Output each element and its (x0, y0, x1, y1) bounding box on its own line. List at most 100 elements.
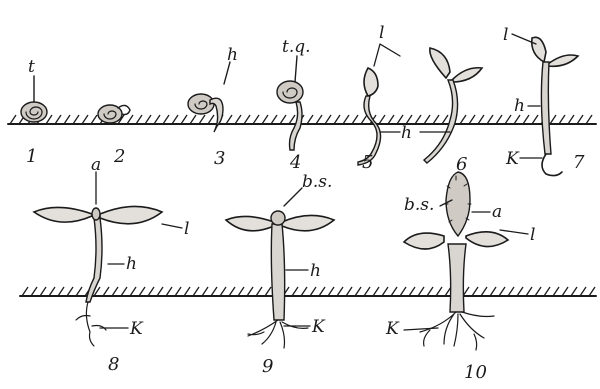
soil-hatch-mark (517, 287, 523, 296)
stage-8-label-a: a (91, 155, 101, 175)
stage-7-label-h: h (514, 96, 525, 116)
stage-9-label-h: h (310, 261, 321, 281)
soil-hatch-mark (49, 287, 55, 296)
soil-hatch-mark (346, 287, 352, 296)
soil-hatch-mark (418, 287, 424, 296)
soil-hatch-mark (82, 115, 88, 124)
stage-10-label-bs: b.s. (404, 195, 434, 215)
soil-hatch-mark (175, 287, 181, 296)
stage-4-number: 4 (289, 152, 301, 173)
soil-hatch-mark (103, 287, 109, 296)
stage-2-seed (98, 105, 130, 123)
soil-hatch-mark (10, 115, 16, 124)
soil-hatch-mark (172, 115, 178, 124)
soil-hatch-mark (46, 115, 52, 124)
stage-1-number: 1 (26, 146, 37, 167)
soil-line-bottom (20, 287, 596, 296)
soil-hatch-mark (325, 115, 331, 124)
soil-hatch-mark (364, 287, 370, 296)
soil-hatch-mark (271, 115, 277, 124)
soil-hatch-mark (481, 287, 487, 296)
soil-hatch-mark (400, 287, 406, 296)
stage-10-label-l: l (530, 225, 535, 245)
soil-hatch-mark (490, 287, 496, 296)
soil-hatch-mark (442, 115, 448, 124)
stage-5-label-h: h (401, 123, 412, 143)
stage-9-number: 9 (262, 356, 273, 377)
soil-hatch-mark (91, 115, 97, 124)
soil-hatch-mark (562, 287, 568, 296)
soil-hatch-mark (478, 115, 484, 124)
stage-3-number: 3 (214, 148, 225, 169)
soil-hatch-mark (31, 287, 37, 296)
soil-hatch-mark (379, 115, 385, 124)
soil-hatch-mark (121, 287, 127, 296)
stage-10-label-a: a (492, 202, 502, 222)
soil-hatch-mark (238, 287, 244, 296)
soil-hatch-mark (229, 287, 235, 296)
soil-hatch-mark (139, 287, 145, 296)
soil-hatch-mark (334, 115, 340, 124)
soil-hatch-mark (433, 115, 439, 124)
soil-hatch-mark (58, 287, 64, 296)
soil-hatch-mark (580, 287, 586, 296)
soil-hatch-mark (208, 115, 214, 124)
soil-hatch-mark (67, 287, 73, 296)
soil-hatch-mark (148, 287, 154, 296)
stage-7-label-l: l (503, 25, 508, 45)
soil-hatch-mark (523, 115, 529, 124)
stage-1-label-t: t (28, 57, 35, 77)
soil-hatch-mark (190, 115, 196, 124)
soil-hatch-mark (544, 287, 550, 296)
soil-hatch-mark (256, 287, 262, 296)
soil-hatch-mark (337, 287, 343, 296)
stage-8-number: 8 (108, 354, 119, 375)
stage-5-seedling (358, 44, 400, 165)
soil-hatch-mark (310, 287, 316, 296)
soil-hatch-mark (505, 115, 511, 124)
stage-7-label-k: K (505, 149, 520, 169)
soil-hatch-mark (280, 115, 286, 124)
soil-hatch-mark (415, 115, 421, 124)
soil-hatch-mark (163, 115, 169, 124)
soil-hatch-mark (316, 115, 322, 124)
stage-7-number: 7 (573, 152, 585, 173)
soil-hatch-mark (226, 115, 232, 124)
soil-hatch-mark (64, 115, 70, 124)
soil-hatch-mark (499, 287, 505, 296)
soil-hatch-mark (559, 115, 565, 124)
soil-hatch-mark (301, 287, 307, 296)
soil-hatch-mark (319, 287, 325, 296)
stage-8-label-k: K (129, 319, 144, 339)
soil-hatch-mark (211, 287, 217, 296)
soil-hatch-mark (424, 115, 430, 124)
soil-hatch-mark (373, 287, 379, 296)
soil-hatch-mark (436, 287, 442, 296)
stage-9-label-k: K (311, 317, 326, 337)
soil-hatch-mark (22, 287, 28, 296)
stage-10-label-k: K (385, 319, 400, 339)
soil-hatch-mark (586, 115, 592, 124)
soil-hatch-mark (577, 115, 583, 124)
soil-hatch-mark (40, 287, 46, 296)
stage-8-label-l: l (184, 219, 189, 239)
soil-hatch-mark (199, 115, 205, 124)
soil-hatch-mark (409, 287, 415, 296)
soil-hatch-mark (307, 115, 313, 124)
soil-hatch-mark (76, 287, 82, 296)
soil-hatch-mark (193, 287, 199, 296)
soil-hatch-mark (289, 115, 295, 124)
soil-hatch-mark (157, 287, 163, 296)
soil-hatch-mark (112, 287, 118, 296)
soil-hatch-mark (508, 287, 514, 296)
soil-hatch-mark (568, 115, 574, 124)
soil-hatch-mark (571, 287, 577, 296)
soil-hatch-mark (253, 115, 259, 124)
soil-hatch-mark (427, 287, 433, 296)
soil-hatch-mark (460, 115, 466, 124)
soil-hatch-mark (220, 287, 226, 296)
soil-hatch-mark (136, 115, 142, 124)
soil-hatch-mark (487, 115, 493, 124)
